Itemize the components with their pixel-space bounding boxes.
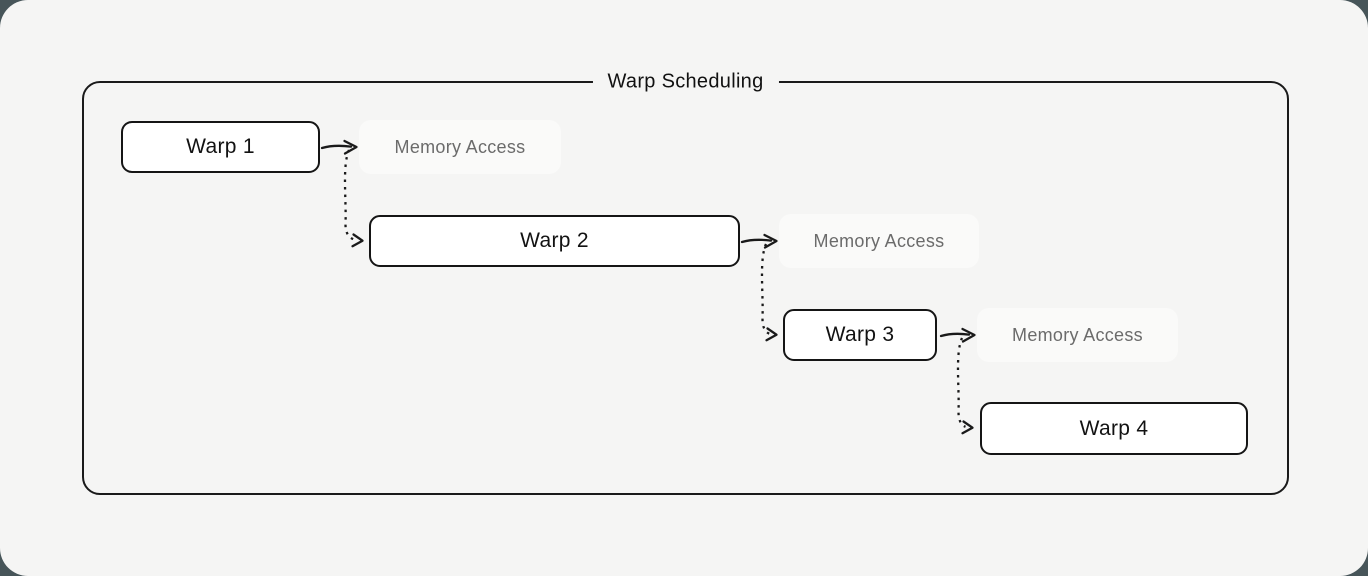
- warp-1-box: Warp 1: [121, 121, 320, 173]
- warp-1-label: Warp 1: [186, 135, 255, 158]
- warp-2-box: Warp 2: [369, 215, 740, 267]
- warp-4-box: Warp 4: [980, 402, 1248, 455]
- memory-access-1-box: Memory Access: [359, 120, 561, 174]
- diagram-title: Warp Scheduling: [592, 70, 779, 94]
- memory-access-1-label: Memory Access: [394, 136, 526, 157]
- memory-access-3-label: Memory Access: [1012, 324, 1143, 345]
- warp-3-label: Warp 3: [825, 323, 895, 346]
- memory-access-3-box: Memory Access: [977, 308, 1178, 362]
- warp-3-box: Warp 3: [783, 309, 937, 361]
- warp-scheduling-frame: Warp Scheduling: [82, 70, 1289, 495]
- memory-access-2-label: Memory Access: [813, 230, 945, 251]
- warp-2-label: Warp 2: [520, 229, 589, 252]
- memory-access-2-box: Memory Access: [779, 214, 979, 268]
- warp-4-label: Warp 4: [1079, 416, 1149, 440]
